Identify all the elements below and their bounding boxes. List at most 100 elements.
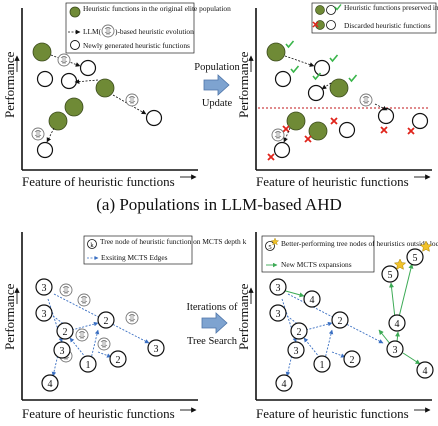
- tree-node-label: 2: [338, 316, 343, 327]
- star-icon: [270, 237, 280, 246]
- legend-box: [83, 235, 193, 265]
- llm-icon: [101, 24, 115, 38]
- legend-preserved-elite-marker: [315, 5, 325, 15]
- evolution-arrow: [74, 79, 99, 85]
- tree-node: [381, 265, 399, 283]
- elite-point: [32, 42, 52, 62]
- mcts-edge: [71, 321, 99, 331]
- legend-better-label: Better-performing tree nodes of heuristi…: [281, 239, 438, 248]
- legend-llm-suffix: )-based heuristic evolution: [115, 27, 194, 36]
- tree-node: [35, 304, 53, 322]
- legend-new-marker: [70, 40, 80, 50]
- tree-node: [331, 311, 349, 329]
- new-point: [274, 70, 292, 88]
- tree-node: [269, 278, 287, 296]
- llm-icon: [75, 328, 89, 342]
- tree-node: [56, 322, 74, 340]
- legend: Heuristic functions preserved in the upd…: [311, 2, 438, 34]
- llm-icon: [271, 128, 285, 142]
- legend-mcts-edges-label: Exsiting MCTS Edges: [101, 253, 168, 262]
- check-icon: [334, 4, 342, 11]
- iterations-of-tree-search: Iterations of Tree Search: [186, 302, 238, 347]
- new-point: [79, 59, 97, 77]
- process-arrow-icon: [203, 74, 230, 96]
- evolution-arrow: [283, 127, 291, 143]
- new-point: [36, 70, 54, 88]
- panel-a-left: Performance Feature of heuristic functio…: [2, 2, 231, 189]
- mcts-edge: [47, 298, 63, 343]
- tree-node-label: 3: [154, 344, 159, 355]
- tree-node: [35, 278, 53, 296]
- llm-icon: [31, 127, 45, 141]
- tree-node: [79, 355, 97, 373]
- elite-point: [95, 78, 115, 98]
- mcts-edge: [331, 351, 346, 358]
- elite-point: [329, 78, 349, 98]
- tree-node-label: 5: [413, 253, 418, 264]
- panel-a-right: Performance Feature of heuristic functio…: [236, 2, 438, 189]
- elite-point: [48, 111, 68, 131]
- mcts-edge: [305, 321, 333, 331]
- legend-node-symbol: k: [90, 242, 94, 249]
- legend-preserved-text: Heuristic functions preserved in the upd…: [344, 3, 438, 12]
- star-icon: [419, 240, 433, 252]
- tree-node: [416, 361, 434, 379]
- new-expansion: [378, 329, 392, 346]
- tree-node-label: 3: [276, 283, 281, 294]
- tree-node: [41, 374, 59, 392]
- tree-node: [386, 340, 404, 358]
- tree-search-line2: Tree Search: [187, 336, 238, 347]
- tree-node: [53, 341, 71, 359]
- legend: 5 Better-performing tree nodes of heuris…: [261, 235, 438, 273]
- y-axis-label: Performance: [236, 283, 251, 350]
- tree-node: [287, 341, 305, 359]
- legend-preserved-new-marker: [326, 5, 336, 15]
- new-expansion: [402, 352, 421, 365]
- legend-better-symbol: 5: [268, 244, 271, 251]
- llm-icon: [125, 93, 139, 107]
- panel-b-right: Performance Feature of heuristic functio…: [236, 232, 438, 421]
- legend-box: [261, 235, 375, 273]
- tree-node-label: 2: [116, 355, 121, 366]
- llm-icon: [59, 283, 73, 297]
- tree-search-line1: Iterations of: [186, 302, 238, 313]
- new-point: [273, 141, 291, 159]
- llm-icon: [125, 311, 139, 325]
- tree-node-label: 1: [320, 360, 325, 371]
- elite-points: [32, 42, 115, 131]
- llm-icon: [97, 337, 111, 351]
- legend-elite-label: Heuristic functions in the original elit…: [83, 4, 231, 13]
- tree-nodes: 3 4 3 2 2 3 1 2 3 4 4 4 5 5: [269, 240, 434, 392]
- tree-node: [406, 248, 424, 266]
- elite-point: [308, 121, 328, 141]
- legend-discarded-label: Discarded heuristic functions: [344, 21, 431, 30]
- new-point: [60, 72, 78, 90]
- legend-preserved-label: Heuristic functions preserved in the upd…: [344, 3, 438, 12]
- tree-node-label: 3: [294, 346, 299, 357]
- caption-a: (a) Populations in LLM-based AHD: [96, 195, 342, 214]
- check-icon: [285, 40, 295, 49]
- tree-node-label: 4: [310, 295, 315, 306]
- tree-node: [290, 322, 308, 340]
- evolution-arrows: [31, 53, 147, 143]
- cross-icon: [267, 153, 275, 161]
- legend-new-expansions-label: New MCTS expansions: [281, 260, 352, 269]
- new-point: [307, 84, 325, 102]
- legend-llm-prefix: LLM(: [83, 27, 102, 36]
- legend: k Tree node of heuristic function on MCT…: [83, 235, 247, 265]
- llm-icon: [359, 93, 373, 107]
- new-point: [36, 141, 54, 159]
- tree-node-label: 2: [104, 316, 109, 327]
- x-axis-label: Feature of heuristic functions: [22, 406, 175, 421]
- new-expansion: [398, 263, 414, 318]
- legend-tree-node-label: Tree node of heuristic function on MCTS …: [100, 237, 247, 246]
- tree-node-label: 4: [282, 379, 287, 390]
- legend-elite-text: Heuristic functions in the original elit…: [83, 4, 231, 13]
- new-points: [36, 59, 163, 159]
- legend-node-marker: [87, 239, 97, 249]
- llm-icon: [57, 53, 71, 67]
- new-point: [411, 112, 429, 130]
- new-point: [338, 121, 356, 139]
- elite-point: [286, 111, 306, 131]
